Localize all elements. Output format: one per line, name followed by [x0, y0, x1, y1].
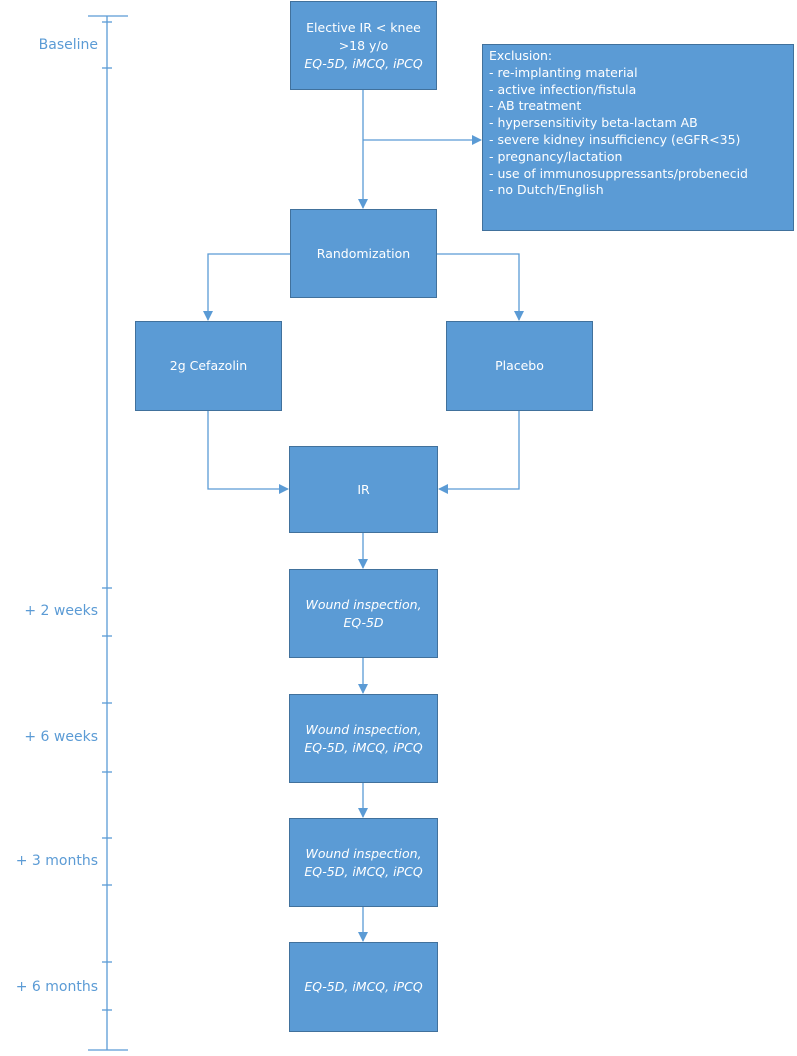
- arrow-cefazolin-to-ir: [207, 411, 289, 494]
- week6-line-2: EQ-5D, iMCQ, iPCQ: [304, 739, 423, 755]
- timeline-label-6-months: + 6 months: [15, 979, 98, 995]
- placebo-label: Placebo: [495, 358, 544, 373]
- exclusion-item: - re-implanting material: [489, 64, 638, 80]
- arrow-placebo-to-ir: [438, 411, 520, 494]
- elective-line-3: EQ-5D, iMCQ, iPCQ: [304, 55, 423, 71]
- exclusion-item: - no Dutch/English: [489, 182, 604, 198]
- month6-box: EQ-5D, iMCQ, iPCQ: [289, 942, 438, 1032]
- exclusion-item: - pregnancy/lactation: [489, 148, 623, 164]
- cefazolin-box: 2g Cefazolin: [135, 321, 282, 411]
- month3-line-1: Wound inspection,: [305, 845, 422, 861]
- ir-box: IR: [289, 446, 438, 533]
- exclusion-item: - hypersensitivity beta-lactam AB: [489, 115, 698, 131]
- elective-line-1: Elective IR < knee: [306, 19, 421, 35]
- timeline-label-baseline: Baseline: [38, 37, 98, 53]
- placebo-box: Placebo: [446, 321, 593, 411]
- month3-box: Wound inspection, EQ-5D, iMCQ, iPCQ: [289, 818, 438, 907]
- elective-line-2: >18 y/o: [338, 37, 389, 53]
- arrow-randomization-to-placebo: [437, 253, 524, 321]
- timeline-label-2-weeks: + 2 weeks: [24, 603, 98, 619]
- cefazolin-label: 2g Cefazolin: [169, 358, 248, 373]
- timeline-label-3-months: + 3 months: [15, 853, 98, 869]
- week6-line-1: Wound inspection,: [305, 721, 422, 737]
- randomization-label: Randomization: [316, 245, 411, 261]
- exclusion-title: Exclusion:: [489, 48, 553, 63]
- month6-line-1: EQ-5D, iMCQ, iPCQ: [304, 979, 423, 994]
- randomization-box: Randomization: [290, 209, 437, 298]
- week2-box: Wound inspection, EQ-5D: [289, 569, 438, 658]
- exclusion-item: - use of immunosuppressants/probenecid: [489, 165, 748, 181]
- exclusion-item: - active infection/fistula: [489, 81, 637, 97]
- flow-arrows: [203, 90, 524, 942]
- elective-ir-box: Elective IR < knee >18 y/o EQ-5D, iMCQ, …: [290, 1, 437, 90]
- ir-label: IR: [357, 481, 370, 497]
- exclusion-item: - severe kidney insufficiency (eGFR<35): [489, 131, 741, 147]
- month3-line-2: EQ-5D, iMCQ, iPCQ: [304, 863, 423, 879]
- arrow-randomization-to-cefazolin: [203, 253, 290, 321]
- exclusion-list: - re-implanting material - active infect…: [489, 65, 787, 199]
- timeline-label-6-weeks: + 6 weeks: [24, 729, 98, 745]
- week2-line-1: Wound inspection,: [305, 596, 422, 612]
- week6-box: Wound inspection, EQ-5D, iMCQ, iPCQ: [289, 694, 438, 783]
- timeline-axis: [88, 15, 128, 1051]
- exclusion-box: Exclusion: - re-implanting material - ac…: [482, 44, 794, 231]
- week2-line-2: EQ-5D: [343, 614, 384, 630]
- exclusion-item: - AB treatment: [489, 98, 582, 114]
